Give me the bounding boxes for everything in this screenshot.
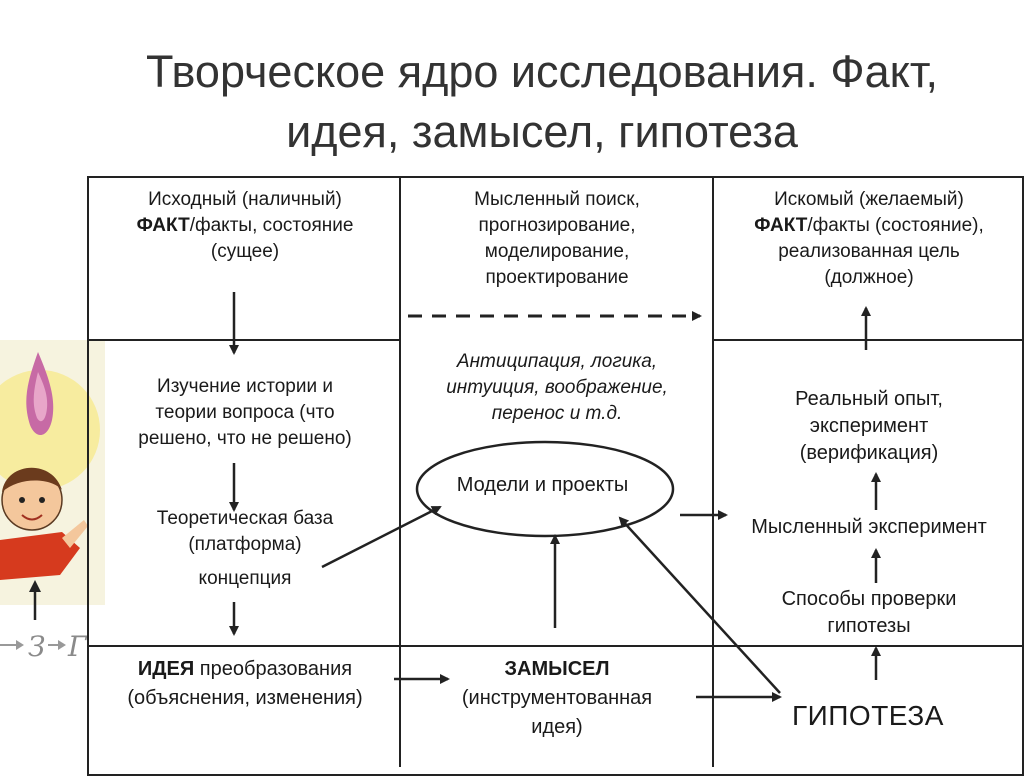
verification-line-2: гипотезы [827, 615, 911, 637]
anticipation-line-3: перенос и т.д. [491, 403, 623, 424]
grid-hline-left-1 [87, 339, 400, 341]
experience-line-2: эксперимент [809, 415, 929, 437]
flame-inner-icon [33, 372, 48, 422]
figure-eye-left-icon [19, 497, 25, 503]
idea-line-2: (объяснения, изменения) [127, 687, 363, 709]
grid-vline-1 [399, 176, 401, 767]
arrow-hypothesis-to-models [618, 516, 781, 694]
desired-fact-line-2: ФАКТ/факты (состояние), [714, 213, 1024, 239]
design-line-1: ЗАМЫСЕЛ [504, 658, 610, 680]
theory-line-1: Теоретическая база [156, 508, 334, 529]
experience-line-1: Реальный опыт, [795, 388, 943, 410]
history-line-3: решено, что не решено) [138, 428, 352, 449]
mental-search-line-1: Мысленный поиск, [474, 189, 640, 210]
mental-search-line-4: проектирование [485, 267, 629, 288]
grid-hline-right-1 [712, 339, 1024, 341]
figure-smile-icon [21, 514, 43, 521]
figure-hair-icon [2, 467, 62, 492]
cell-mental-search: Мысленный поиск, прогнозирование, модели… [402, 187, 712, 291]
design-line-3: идея) [531, 716, 583, 738]
side-up-arrowhead [29, 580, 41, 592]
grid-vline-2 [712, 176, 714, 767]
title-line-1: Творческое ядро исследования. Факт, [146, 46, 938, 97]
mental-search-line-3: моделирование, [484, 241, 630, 262]
initial-fact-line-3: (сущее) [210, 241, 280, 262]
idea-bold: ИДЕЯ [137, 658, 195, 680]
desired-fact-line-1: Искомый (желаемый) [774, 189, 964, 210]
cell-idea: ИДЕЯ преобразования (объяснения, изменен… [92, 655, 398, 713]
initial-fact-rest: /факты, состояние [189, 215, 354, 236]
desired-fact-line-4: (должное) [824, 267, 914, 288]
cell-theory-base: Теоретическая база (платформа) концепция [92, 506, 398, 592]
verification-line-1: Способы проверки [781, 588, 957, 610]
side-formula-arrowhead-1 [16, 640, 24, 650]
side-formula-z: З [28, 630, 45, 663]
cell-history-study: Изучение истории и теории вопроса (что р… [92, 374, 398, 452]
models-ellipse [415, 440, 675, 538]
idea-rest: преобразования [194, 658, 353, 680]
grid-hline-bottom [87, 645, 1024, 647]
desired-fact-rest: /факты (состояние), [807, 215, 984, 236]
initial-fact-line-2: ФАКТ/факты, состояние [92, 213, 398, 239]
glow-circle [0, 370, 100, 490]
anticipation-line-2: интуиция, воображение, [446, 377, 668, 398]
mental-search-line-2: прогнозирование, [478, 215, 636, 236]
side-formula-arrowhead-2 [58, 640, 66, 650]
mental-experiment-label: Мысленный эксперимент [751, 516, 987, 538]
cell-anticipation: Антиципация, логика, интуиция, воображен… [402, 349, 712, 427]
design-line-2: (инструментованная [461, 687, 653, 709]
cell-verification-methods: Способы проверки гипотезы [714, 586, 1024, 640]
desired-fact-line-3: реализованная цель [778, 241, 960, 262]
idea-line-1: ИДЕЯ преобразования [92, 655, 398, 684]
figure-hand-icon [62, 520, 88, 548]
initial-fact-line-1: Исходный (наличный) [148, 189, 342, 210]
figure-eye-right-icon [39, 497, 45, 503]
title-line-2: идея, замысел, гипотеза [286, 106, 798, 157]
cell-initial-fact: Исходный (наличный) ФАКТ/факты, состояни… [92, 187, 398, 265]
cell-desired-fact: Искомый (желаемый) ФАКТ/факты (состояние… [714, 187, 1024, 291]
cell-design: ЗАМЫСЕЛ (инструментованная идея) [402, 655, 712, 742]
page-title: Творческое ядро исследования. Факт, идея… [60, 42, 1024, 162]
history-line-2: теории вопроса (что [155, 402, 335, 423]
desired-fact-bold: ФАКТ [754, 215, 808, 236]
theory-line-3: концепция [198, 568, 292, 589]
anticipation-line-1: Антиципация, логика, [456, 351, 658, 372]
hypothesis-label: ГИПОТЕЗА [792, 700, 944, 731]
models-label: Модели и проекты [456, 474, 629, 496]
cell-real-experience: Реальный опыт, эксперимент (верификация) [714, 386, 1024, 467]
theory-line-2: (платформа) [188, 534, 302, 555]
history-line-1: Изучение истории и [157, 376, 333, 397]
arrow-concept-to-models [321, 505, 442, 569]
initial-fact-bold: ФАКТ [136, 215, 190, 236]
side-formula-g: Г [67, 630, 88, 663]
experience-line-3: (верификация) [799, 442, 939, 464]
figure-shirt-icon [0, 532, 80, 580]
